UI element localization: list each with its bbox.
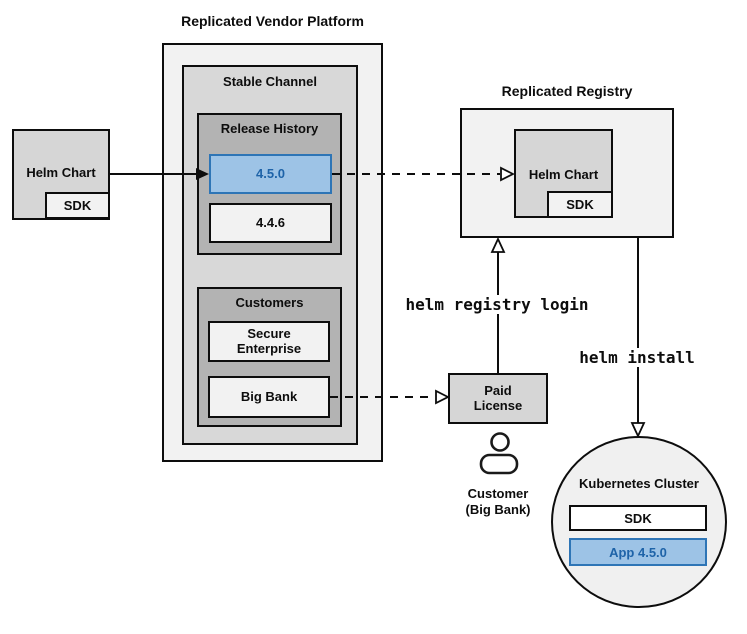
version-4-5-0-label: 4.5.0 xyxy=(256,166,285,181)
cluster-app-label: App 4.5.0 xyxy=(609,545,667,560)
vendor-platform-title: Replicated Vendor Platform xyxy=(181,13,364,29)
secure-enterprise-line1: Secure xyxy=(247,326,291,341)
registry-sdk-box xyxy=(547,191,613,218)
customer-caption-line1: Customer xyxy=(467,486,529,501)
customer-icon xyxy=(479,432,519,475)
source-sdk-box xyxy=(45,192,110,219)
registry-title: Replicated Registry xyxy=(501,83,633,99)
cluster-sdk-label: SDK xyxy=(624,511,652,526)
helm-install-label: helm install xyxy=(576,348,698,367)
version-4-4-6-label: 4.4.6 xyxy=(256,215,285,230)
customer-caption: Customer (Big Bank) xyxy=(448,486,548,517)
customer-secure-enterprise-box xyxy=(208,321,330,362)
registry-helm-chart-label: Helm Chart xyxy=(528,167,599,182)
paid-license-line1: Paid xyxy=(484,383,512,398)
customer-big-bank-box xyxy=(208,376,330,418)
customer-big-bank-label: Big Bank xyxy=(240,389,298,404)
cluster-title: Kubernetes Cluster xyxy=(579,476,699,491)
customer-caption-line2: (Big Bank) xyxy=(465,501,531,517)
secure-enterprise-line2: Enterprise xyxy=(236,341,302,356)
version-4-5-0-box xyxy=(209,154,332,194)
source-helm-chart-label: Helm Chart xyxy=(26,165,96,180)
source-sdk-label: SDK xyxy=(63,198,92,213)
cluster-app-box xyxy=(569,538,707,566)
paid-license-box xyxy=(448,373,548,424)
stable-channel-title: Stable Channel xyxy=(223,74,317,89)
paid-license-line2: License xyxy=(473,398,523,413)
helm-registry-login-label: helm registry login xyxy=(402,295,592,314)
release-history-title: Release History xyxy=(220,121,319,136)
version-4-4-6-box xyxy=(209,203,332,243)
arrow-registry-to-cluster xyxy=(630,238,646,439)
cluster-sdk-box xyxy=(569,505,707,531)
paid-license-label: Paid License xyxy=(448,383,548,413)
customers-title: Customers xyxy=(235,295,304,310)
registry-sdk-label: SDK xyxy=(566,197,594,212)
customer-secure-enterprise-label: Secure Enterprise xyxy=(208,326,330,356)
